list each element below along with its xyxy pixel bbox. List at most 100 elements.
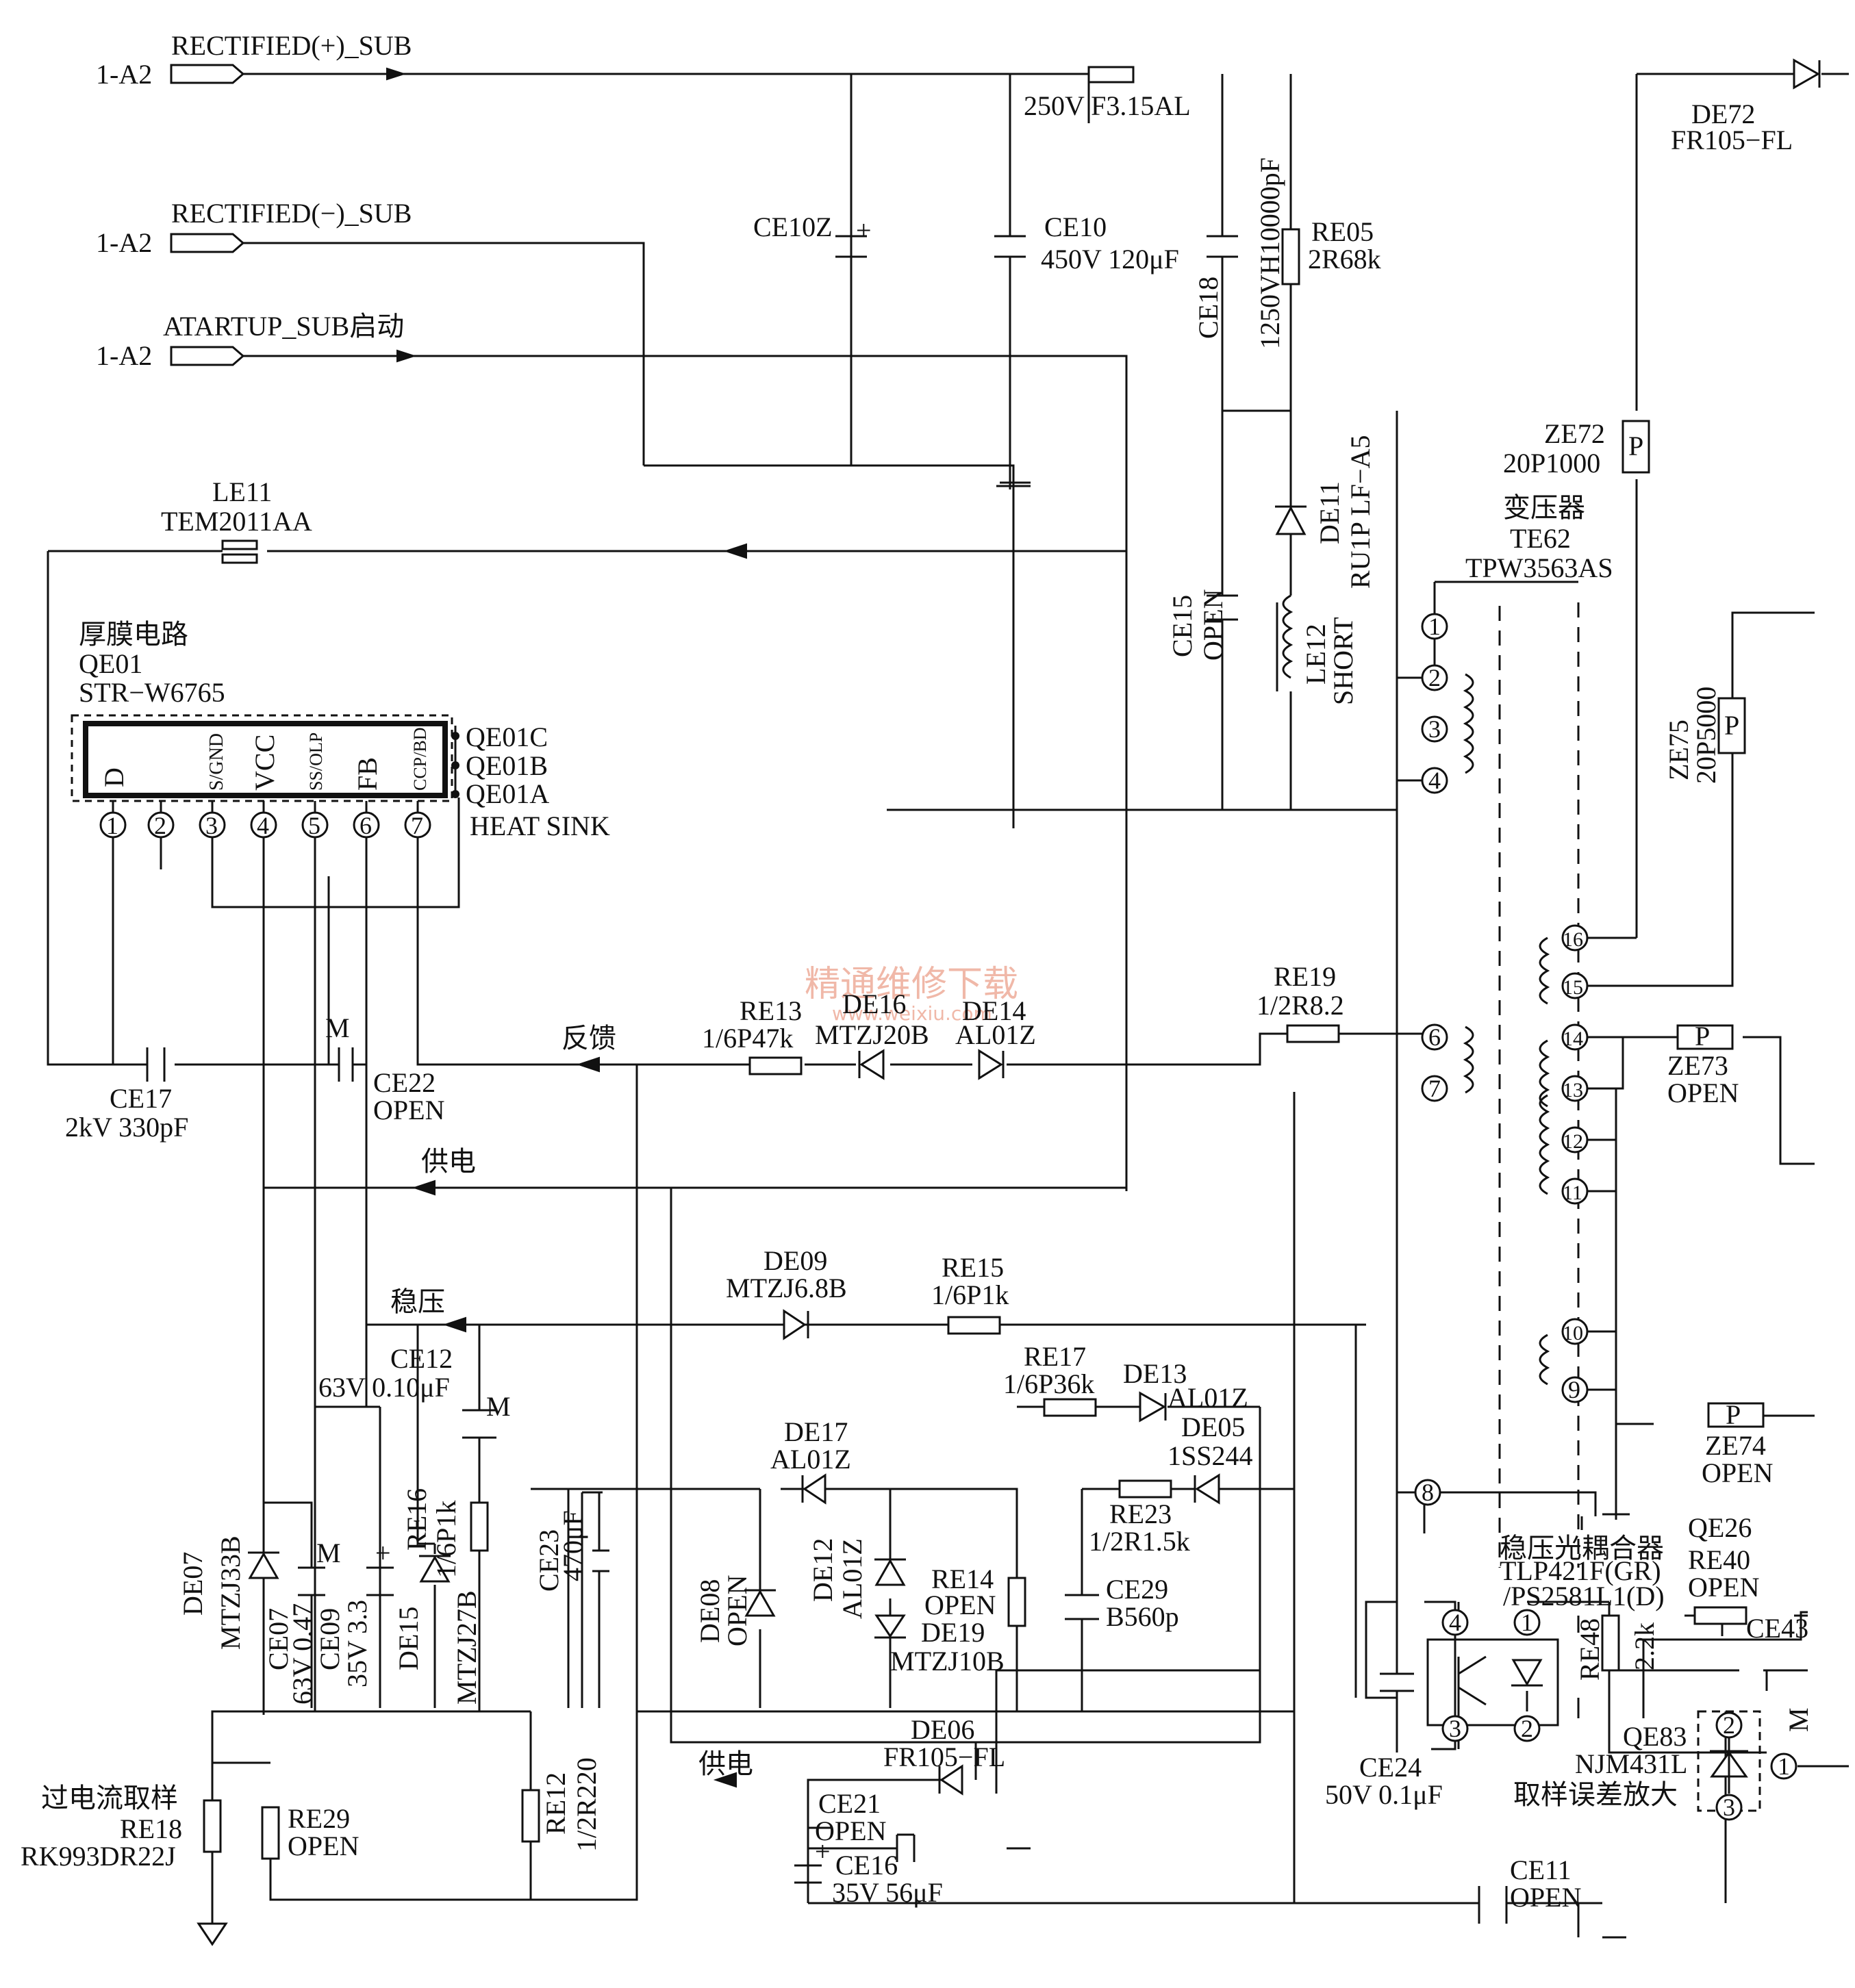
le12-inductor bbox=[1276, 594, 1294, 691]
de72-diode bbox=[1793, 58, 1821, 90]
qe83-shunt-regulator bbox=[1697, 1710, 1797, 1821]
pin-ccpbd-label: CCP/BD bbox=[410, 728, 430, 791]
re05-ref: RE05 bbox=[1311, 216, 1374, 247]
t-pin-10: 10 bbox=[1563, 1322, 1583, 1345]
tlp-label: TLP421F(GR) bbox=[1500, 1555, 1661, 1586]
ze72-bead bbox=[1621, 420, 1650, 474]
re17-val: 1/6P36k bbox=[1003, 1368, 1094, 1399]
m4-label: M bbox=[1783, 1707, 1814, 1732]
de16-ref: DE16 bbox=[842, 989, 906, 1019]
opto-pin-3: 3 bbox=[1449, 1715, 1461, 1742]
de15-diode bbox=[419, 1555, 451, 1583]
re23-ref: RE23 bbox=[1109, 1499, 1172, 1529]
de14-val: AL01Z bbox=[955, 1019, 1036, 1050]
ce10-val: 450V 120μF bbox=[1041, 244, 1179, 275]
pin-vcc-label: VCC bbox=[249, 735, 280, 791]
capacitors-top bbox=[835, 235, 1238, 621]
ce24-val: 50V 0.1μF bbox=[1325, 1779, 1443, 1810]
conn-plus-ref: 1-A2 bbox=[96, 59, 152, 90]
ze75-bead bbox=[1717, 697, 1746, 754]
qe83-pin-1: 1 bbox=[1778, 1753, 1790, 1780]
re15-resistor bbox=[947, 1316, 1001, 1335]
ze75-val: 20P5000 bbox=[1691, 687, 1721, 784]
de12-ref: DE12 bbox=[807, 1538, 838, 1602]
re18-ref: RE18 bbox=[120, 1813, 182, 1844]
ce10z-plus: + bbox=[856, 215, 872, 246]
watermark-url: www.weixiu.com bbox=[832, 1002, 992, 1025]
re48-resistor bbox=[1601, 1614, 1620, 1672]
ce15-ref: CE15 bbox=[1167, 595, 1198, 657]
t-pin-15: 15 bbox=[1563, 976, 1583, 999]
ce12-ref: CE12 bbox=[390, 1343, 453, 1374]
ze72-ref: ZE72 bbox=[1544, 418, 1605, 449]
ce16-cap bbox=[794, 1864, 822, 1884]
de05-ref: DE05 bbox=[1181, 1412, 1245, 1442]
ce22-val: OPEN bbox=[373, 1095, 444, 1125]
t-pin-8: 8 bbox=[1422, 1479, 1434, 1506]
re29-ref: RE29 bbox=[288, 1803, 350, 1834]
de07-label: DE07 bbox=[177, 1552, 208, 1616]
ce24-ref: CE24 bbox=[1359, 1752, 1422, 1783]
sample-amp-label: 取样误差放大 bbox=[1513, 1779, 1678, 1810]
regulate-label: 稳压 bbox=[390, 1286, 445, 1317]
re16-val: 1/6P1k bbox=[431, 1501, 462, 1578]
re19-ref: RE19 bbox=[1274, 961, 1336, 992]
conn-plus-label: RECTIFIED(+)_SUB bbox=[171, 30, 412, 61]
ps-label: /PS2581L1(D) bbox=[1503, 1581, 1665, 1611]
tpw-label: TPW3563AS bbox=[1465, 552, 1613, 583]
re13-ref: RE13 bbox=[740, 995, 802, 1026]
re18-resistor bbox=[203, 1799, 222, 1853]
de17-ref: DE17 bbox=[784, 1416, 848, 1447]
ic-pin-6: 6 bbox=[359, 812, 372, 839]
ce09-cap bbox=[366, 1566, 394, 1596]
de08-diode bbox=[744, 1589, 776, 1617]
ce21-ref: CE21 bbox=[818, 1788, 881, 1819]
connectors bbox=[170, 64, 417, 366]
de12-diode bbox=[874, 1558, 906, 1586]
ic-pin-2: 2 bbox=[154, 812, 166, 839]
de15-ref: DE15 bbox=[393, 1607, 424, 1670]
t-pin-14: 14 bbox=[1563, 1028, 1583, 1050]
de07-diode bbox=[248, 1551, 279, 1579]
re17-ref: RE17 bbox=[1024, 1341, 1086, 1372]
m1-label: M bbox=[325, 1012, 350, 1043]
ic-pin-3: 3 bbox=[205, 812, 218, 839]
conn-minus-ref: 1-A2 bbox=[96, 227, 152, 258]
t-pin-6: 6 bbox=[1428, 1023, 1441, 1051]
ce22-cap bbox=[338, 1047, 354, 1082]
re40-ref: RE40 bbox=[1688, 1544, 1750, 1575]
t-pin-4: 4 bbox=[1428, 767, 1441, 794]
ze74-bead bbox=[1707, 1402, 1765, 1428]
re13-val: 1/6P47k bbox=[702, 1023, 793, 1054]
feedback-label: 反馈 bbox=[561, 1023, 616, 1054]
heat-sink-label: HEAT SINK bbox=[470, 811, 610, 841]
re40-resistor bbox=[1693, 1606, 1747, 1625]
re12-val: 1/2R220 bbox=[571, 1757, 602, 1852]
ic-pin-4: 4 bbox=[257, 812, 269, 839]
de15-val: MTZJ27B bbox=[451, 1590, 482, 1705]
de19-val: MTZJ10B bbox=[890, 1646, 1005, 1677]
transformer-title: 变压器 bbox=[1503, 492, 1585, 523]
ce21-val: OPEN bbox=[815, 1815, 886, 1846]
t-pin-1: 1 bbox=[1428, 613, 1441, 640]
de08-ref: DE08 bbox=[694, 1579, 725, 1643]
ground-symbols bbox=[197, 481, 1630, 1946]
de09-ref: DE09 bbox=[764, 1245, 827, 1276]
transformer-pins bbox=[1414, 613, 1589, 1506]
fuse-symbol bbox=[1087, 66, 1135, 84]
re12-ref: RE12 bbox=[540, 1772, 571, 1835]
ce16-plus: + bbox=[815, 1836, 831, 1867]
t-pin-11: 11 bbox=[1563, 1182, 1582, 1204]
ce16-val: 35V 56μF bbox=[832, 1877, 943, 1908]
pin-sgnd-label: S/GND bbox=[206, 733, 227, 791]
njm-label: NJM431L bbox=[1575, 1748, 1687, 1779]
ce23-val: 470μF bbox=[557, 1510, 588, 1581]
de17-val: AL01Z bbox=[770, 1444, 851, 1475]
de09-diode bbox=[783, 1309, 809, 1340]
re13-resistor bbox=[748, 1056, 803, 1075]
re48-val: 2.2k bbox=[1629, 1622, 1660, 1670]
ce15-val-visible: OPEN bbox=[1198, 589, 1228, 661]
ce29-cap bbox=[1065, 1594, 1099, 1620]
ce24-cap bbox=[1380, 1672, 1414, 1692]
re18-val: RK993DR22J bbox=[21, 1841, 176, 1872]
